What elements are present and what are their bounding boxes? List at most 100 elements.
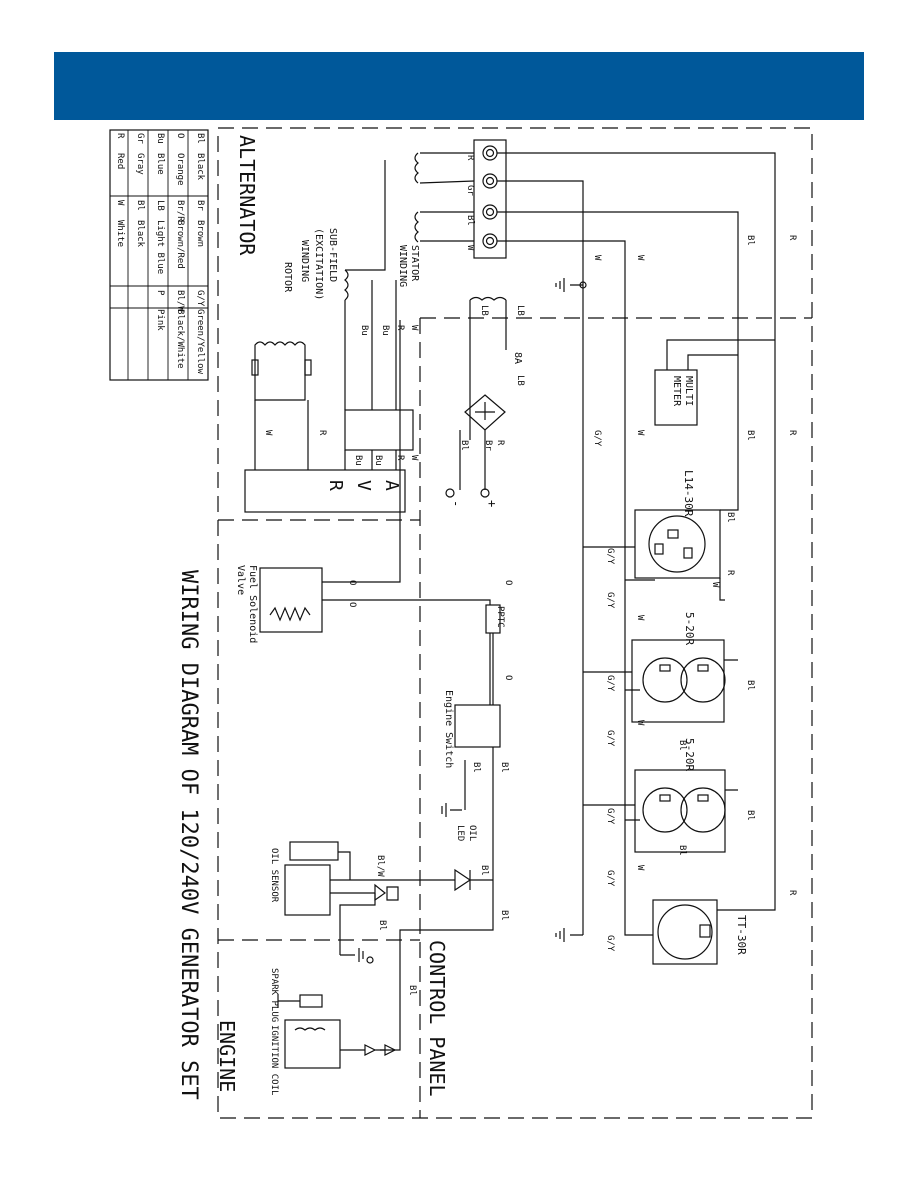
legend-name: Green/Yellow	[195, 309, 205, 375]
wire-label-gy2: G/Y	[605, 548, 615, 565]
stator-winding-label-2: WINDING	[397, 245, 408, 287]
wire-label-lb2: LB	[479, 305, 489, 316]
wire-label-o2: O	[347, 580, 357, 585]
wire-label-bu4: Bu	[353, 455, 363, 466]
ground-gy-2	[555, 928, 583, 942]
legend-name: Black/White	[175, 309, 185, 369]
legend-code: Bu	[155, 133, 165, 144]
legend-code: O	[175, 133, 185, 138]
section-control-panel: CONTROL PANEL	[425, 940, 449, 1097]
subfield-label-2: (EXCITATION)	[313, 228, 324, 300]
wire-label-r9: R	[317, 430, 327, 436]
oil-led-label-2: LED	[455, 825, 465, 841]
legend-name: Light Blue	[155, 220, 165, 274]
oil-sensor-label: OIL SENSOR	[269, 848, 279, 903]
wire-label-bu3: Bu	[373, 455, 383, 466]
wire-label-w3: W	[592, 255, 602, 261]
legend-code: Gr	[135, 133, 145, 144]
oil-sensor	[284, 864, 331, 916]
wire-label-w7: W	[710, 582, 720, 588]
pptc-label: PPTC	[495, 606, 505, 628]
legend-name: Red	[115, 153, 125, 169]
oil-led-label: OIL	[467, 825, 477, 841]
wire-label-bl2: Bl	[745, 235, 755, 246]
wire-label-gy: G/Y	[592, 430, 602, 447]
wire-label-o4: O	[503, 675, 513, 680]
rotor-coil	[254, 341, 306, 401]
fuel-solenoid-label: Fuel Solenoid	[247, 565, 258, 643]
diagram-frame	[217, 127, 813, 1119]
alternator-terminal-block	[473, 139, 507, 259]
wire-label-w8: W	[635, 615, 645, 621]
ground-gy	[555, 278, 583, 292]
receptacle-5-20r-2-label: 5-20R	[683, 738, 696, 771]
wire-label-w11: W	[263, 430, 273, 436]
wire-label-w6: W	[409, 455, 419, 461]
legend-code: Br/R	[175, 200, 185, 222]
header-bar	[54, 52, 864, 120]
receptacle-5-20r-1-label: 5-20R	[683, 612, 696, 645]
wire-r	[497, 152, 776, 911]
wire-label-bl11: Bl	[499, 762, 509, 773]
wire-label-bu: Bu	[380, 325, 390, 336]
legend-code: G/Y	[195, 290, 205, 307]
wire-label-gy8: G/Y	[605, 935, 615, 952]
avr-module	[244, 469, 406, 513]
avr-label-a: A	[381, 480, 402, 491]
receptacle-5-20r-1	[631, 639, 726, 723]
legend-name: White	[115, 220, 125, 247]
wire-label-w4: W	[635, 430, 645, 436]
wire-label-gy3: G/Y	[605, 592, 615, 609]
wire-label-lb: LB	[515, 305, 525, 316]
wire-label-bl15: Bl	[407, 985, 417, 996]
multimeter-label: MULTI	[683, 376, 694, 406]
wire-label-r5: R	[395, 455, 405, 461]
subfield-coil	[344, 269, 349, 301]
wire-label-r: R	[465, 155, 475, 161]
wire-label-r6: R	[495, 440, 505, 446]
terminal-plus-label: +	[485, 500, 499, 507]
wire-label-bl5: Bl	[725, 512, 735, 523]
legend-name: Brown/Red	[175, 220, 185, 269]
wire-label-r4: R	[395, 325, 405, 331]
fuel-solenoid-label-2: Valve	[235, 565, 246, 595]
stator-coil-1	[414, 152, 475, 184]
wire-label-o: O	[503, 580, 513, 585]
legend-code: Bl/W	[175, 290, 185, 312]
connector-block	[344, 409, 414, 451]
wire-label-bu2: Bu	[359, 325, 369, 336]
wire-label-w: W	[465, 245, 475, 251]
legend-code: W	[115, 200, 125, 206]
wire-label-r2: R	[787, 235, 797, 241]
breaker-8a-label: 8A	[512, 352, 523, 364]
wire-label-gy6: G/Y	[605, 808, 615, 825]
wire-gr	[497, 180, 584, 935]
section-alternator: ALTERNATOR	[235, 135, 259, 256]
stator-coil-2	[414, 211, 474, 243]
legend-name: Black	[135, 220, 145, 248]
wire-label-w10: W	[635, 865, 645, 871]
spark-plug-label: SPARK PLUG	[269, 968, 279, 1022]
wire-label-bl10: Bl	[471, 762, 481, 773]
avr-label-v: V	[353, 480, 374, 491]
color-legend: BlBlackBrBrownG/YGreen/YellowOOrangeBr/R…	[109, 129, 209, 381]
terminal-minus-label: -	[449, 500, 463, 507]
wire-label-blw: Bl/W	[375, 855, 385, 877]
wire-label-gy5: G/Y	[605, 730, 615, 747]
wire-label-bl8: Bl	[677, 740, 687, 751]
legend-code: LB	[155, 200, 165, 211]
wire-label-bl14: Bl	[377, 920, 387, 931]
legend-code: P	[155, 290, 165, 296]
legend-name: Gray	[135, 153, 145, 175]
wire-label-gr: Gr	[465, 185, 475, 196]
wire-label-r3: R	[787, 430, 797, 436]
wire-label-bl4: Bl	[459, 440, 469, 451]
engine-switch-label: Engine Switch	[443, 690, 454, 768]
ignition-coil	[284, 1019, 341, 1069]
multimeter	[654, 369, 698, 426]
wire-label-bl13: Bl	[499, 910, 509, 921]
wire-label-gy7: G/Y	[605, 870, 615, 887]
legend-code: Br	[195, 200, 205, 211]
spark-plug	[299, 994, 323, 1008]
subfield-label-3: WINDING	[299, 240, 310, 282]
